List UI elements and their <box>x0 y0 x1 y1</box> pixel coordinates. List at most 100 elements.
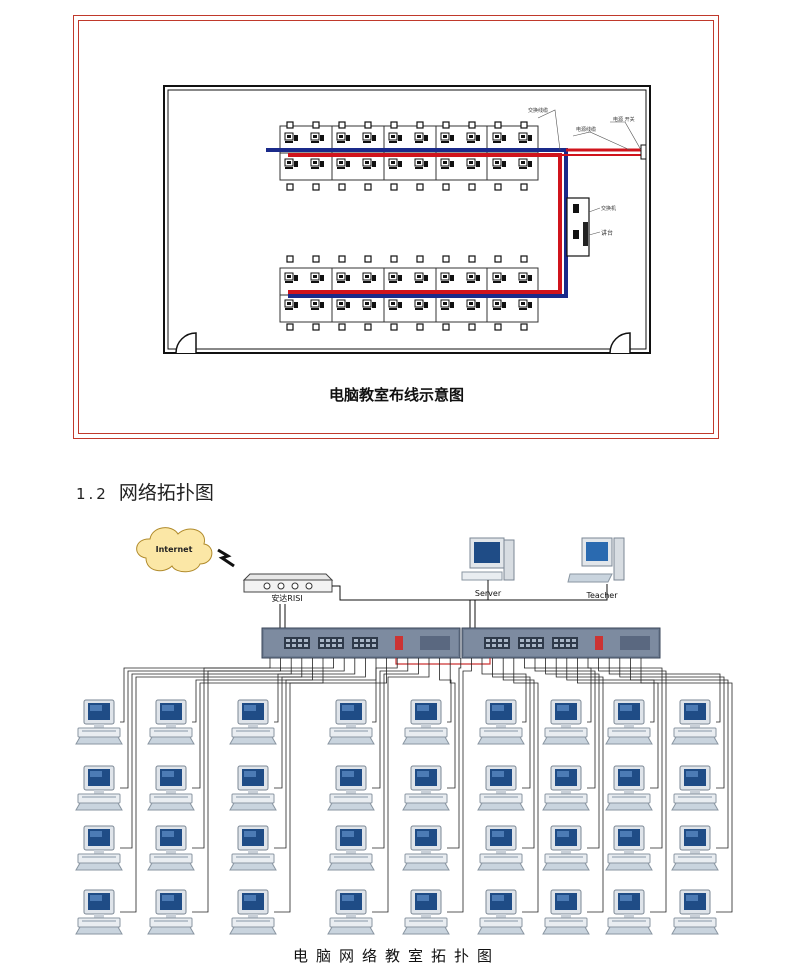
label-switch-cable: 交换线缆 <box>528 107 548 114</box>
student-cable <box>192 658 324 789</box>
chair-icon <box>286 255 294 263</box>
student-cable <box>274 658 388 913</box>
student-computers <box>75 699 719 935</box>
student-cable <box>274 658 366 789</box>
chair-icon <box>468 323 476 331</box>
classroom-walls <box>163 85 651 354</box>
chair-icon <box>338 255 346 263</box>
student-computer-icon <box>542 699 590 745</box>
student-cable <box>192 658 313 723</box>
student-computer-icon <box>477 825 525 871</box>
student-cable <box>274 658 377 849</box>
stack-cable <box>395 658 491 665</box>
chair-icon <box>520 183 528 191</box>
student-cable <box>192 658 335 849</box>
chair-icon <box>312 255 320 263</box>
chair-icon <box>390 183 398 191</box>
door-right <box>609 332 631 354</box>
student-cable <box>640 658 733 913</box>
teacher-label: Teacher <box>585 591 618 600</box>
wan-link-icon <box>217 548 235 568</box>
chair-icon <box>442 255 450 263</box>
chair-icon <box>494 183 502 191</box>
student-computer-icon <box>327 889 375 935</box>
chair-icon <box>312 323 320 331</box>
student-cable <box>619 658 725 789</box>
student-computer-icon <box>605 699 653 745</box>
student-cable <box>545 658 600 849</box>
student-computer-icon <box>75 825 123 871</box>
student-computer-icon <box>229 825 277 871</box>
student-cable <box>481 658 527 723</box>
chair-icon <box>286 323 294 331</box>
student-computer-icon <box>402 699 450 745</box>
topology-caption: 电脑网络教室拓扑图 <box>292 947 500 965</box>
student-computer-icon <box>147 825 195 871</box>
student-cable <box>120 658 282 789</box>
student-computer-icon <box>229 699 277 745</box>
blue-cable <box>266 148 568 298</box>
chair-icon <box>520 121 528 129</box>
student-computer-icon <box>477 765 525 811</box>
chair-icon <box>520 323 528 331</box>
internet-label: Internet <box>156 545 193 554</box>
student-computer-icon <box>327 825 375 871</box>
chair-icon <box>494 121 502 129</box>
chair-icon <box>286 183 294 191</box>
chair-icon <box>520 255 528 263</box>
student-cable <box>120 658 271 723</box>
student-computer-icon <box>605 825 653 871</box>
student-cables <box>120 658 733 913</box>
student-computer-icon <box>402 889 450 935</box>
power-switch-box <box>640 144 647 160</box>
student-cable <box>555 658 604 913</box>
student-cable <box>120 658 303 913</box>
chair-icon <box>442 323 450 331</box>
chair-icon <box>286 121 294 129</box>
chair-icon <box>468 255 476 263</box>
student-computer-icon <box>75 699 123 745</box>
student-cable <box>274 658 356 723</box>
label-switch: 交换机 <box>601 205 616 212</box>
outer-border <box>73 15 719 439</box>
chair-icon <box>494 323 502 331</box>
chair-icon <box>494 255 502 263</box>
chair-icon <box>390 255 398 263</box>
chair-icon <box>468 183 476 191</box>
student-computer-icon <box>147 889 195 935</box>
student-computer-icon <box>671 889 719 935</box>
uplink-cables <box>279 580 608 628</box>
switch-left <box>261 627 461 659</box>
chair-icon <box>338 183 346 191</box>
chair-icon <box>312 121 320 129</box>
student-computer-icon <box>229 889 277 935</box>
student-computer-icon <box>147 765 195 811</box>
label-lectern: 讲台 <box>601 229 613 237</box>
chair-icon <box>468 121 476 129</box>
section-number: 1.2 <box>76 485 109 503</box>
red-cable <box>288 153 562 294</box>
chair-icon <box>364 121 372 129</box>
student-computer-icon <box>605 889 653 935</box>
student-cable <box>447 658 462 849</box>
chair-icon <box>442 121 450 129</box>
student-cable <box>372 658 430 913</box>
student-cable <box>630 658 729 849</box>
student-computer-icon <box>671 765 719 811</box>
chair-icon <box>312 183 320 191</box>
chair-icon <box>442 183 450 191</box>
student-cable <box>372 658 409 789</box>
student-computer-icon <box>477 889 525 935</box>
student-computer-icon <box>542 889 590 935</box>
chair-icon <box>416 121 424 129</box>
chair-icon <box>390 323 398 331</box>
student-computer-icon <box>542 765 590 811</box>
student-cable <box>598 658 667 913</box>
student-computer-icon <box>605 765 653 811</box>
student-cable <box>192 658 345 913</box>
chair-icon <box>390 121 398 129</box>
student-computer-icon <box>75 765 123 811</box>
switch-right <box>461 627 661 659</box>
internet-cloud: Internet <box>136 527 213 573</box>
